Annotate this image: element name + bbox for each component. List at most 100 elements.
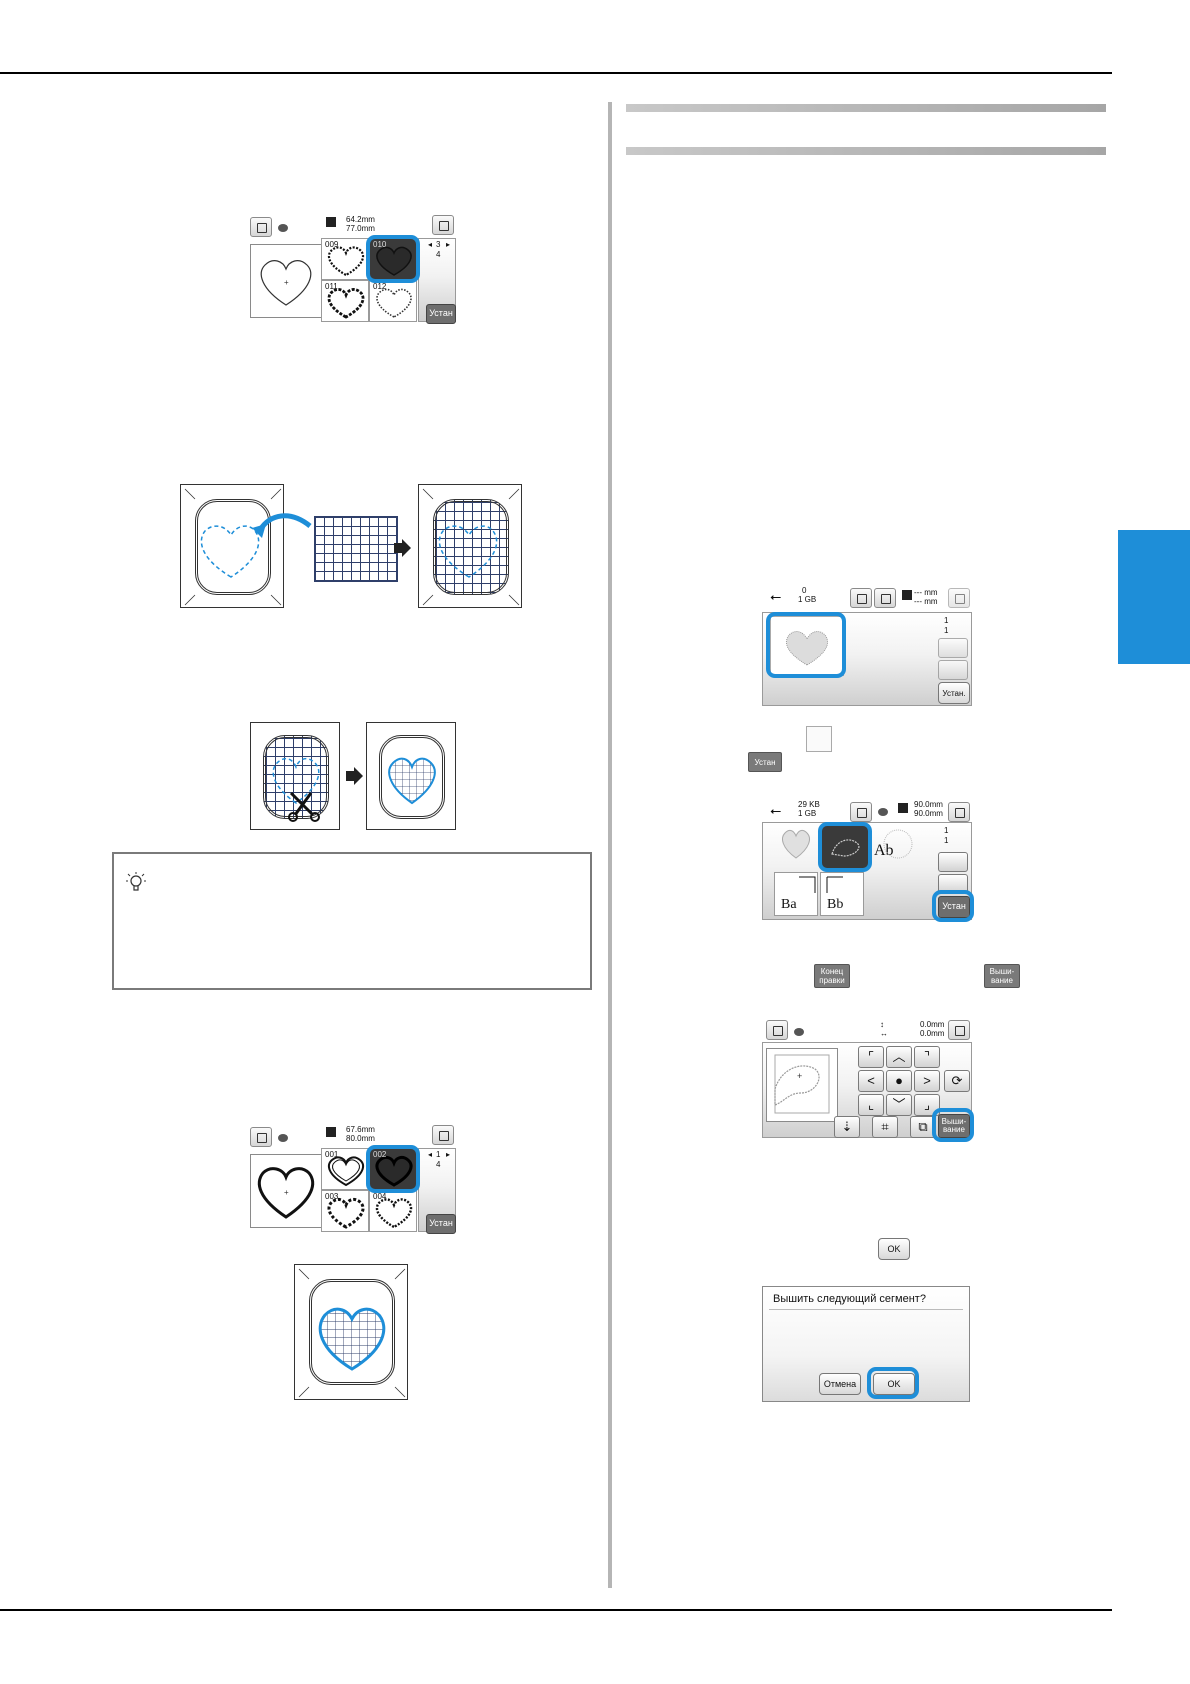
usb-screen: ⭠ 0 1 GB --- mm --- mm 1 1 Устан. (762, 586, 972, 706)
ok-highlight (867, 1367, 919, 1399)
cancel-button[interactable]: Отмена (819, 1373, 861, 1395)
heart-dashed-icon (184, 488, 282, 606)
svg-text:+: + (284, 1188, 289, 1197)
pattern-cell[interactable]: 003 (321, 1190, 369, 1232)
move-up-button[interactable]: ︿ (886, 1046, 912, 1068)
page-next-icon[interactable]: ▸ (446, 1150, 451, 1159)
home-icon[interactable] (250, 1127, 272, 1147)
thread-icon (278, 1134, 288, 1142)
size-width: 64.2mm (346, 215, 375, 224)
hoop-illustration-trim (250, 722, 340, 830)
home-icon[interactable] (850, 802, 872, 822)
hoop-icon[interactable] (948, 588, 970, 608)
move-center-button[interactable]: ● (886, 1070, 912, 1092)
size-height: 77.0mm (346, 224, 375, 233)
file-thumb[interactable]: Ab (872, 826, 918, 868)
trial-button[interactable]: ⌗ (872, 1116, 898, 1138)
right-arrow-icon (394, 539, 411, 557)
load-button[interactable] (938, 852, 968, 872)
usb-icon: ⭠ (770, 802, 782, 818)
pattern-cell[interactable]: 004 (369, 1190, 417, 1232)
file-thumb[interactable] (770, 616, 844, 676)
quilt-pattern-icon (831, 839, 860, 857)
page-prev-icon[interactable]: ◂ (428, 240, 433, 249)
hoop-icon[interactable] (948, 1020, 970, 1040)
frame-button[interactable]: ⧉ (910, 1116, 936, 1138)
settings-icon[interactable] (874, 588, 896, 608)
usb-used: 29 KB (798, 800, 820, 809)
hoop-illustration-fabric (418, 484, 522, 608)
selection-highlight (366, 1145, 420, 1193)
size-icon (326, 1127, 336, 1137)
embroider-highlight (932, 1108, 974, 1142)
pattern-cell-selected[interactable]: 010 (369, 238, 417, 280)
embroider-button[interactable]: Выши- вание (938, 1114, 970, 1138)
svg-text:+: + (284, 278, 289, 287)
thread-icon (278, 224, 288, 232)
pattern-cell[interactable]: 012 (369, 280, 417, 322)
set-button[interactable]: Устан (426, 1214, 456, 1234)
start-point-button[interactable]: ⇣ (834, 1116, 860, 1138)
pattern-screen-a: 64.2mm 77.0mm + 009 010 011 012 3 4 ◂ ▸ … (248, 212, 458, 330)
chapter-side-tab[interactable] (1118, 530, 1190, 664)
delete-button[interactable] (938, 660, 968, 680)
set-button[interactable]: Устан (426, 304, 456, 324)
inline-ok-button: OK (878, 1238, 910, 1260)
select-screen: ⭠ 29 KB 1 GB 90.0mm 90.0mm Ab Ba Bb 1 1 … (762, 800, 974, 922)
pattern-preview: + (250, 244, 322, 318)
offset-horizontal: 0.0mm (920, 1029, 945, 1038)
load-button[interactable] (938, 638, 968, 658)
set-button[interactable]: Устан. (938, 682, 970, 704)
home-icon[interactable] (766, 1020, 788, 1040)
page-prev-icon[interactable]: ◂ (428, 1150, 433, 1159)
heart-fabric-icon (388, 757, 436, 805)
move-right-button[interactable]: > (914, 1070, 940, 1092)
file-thumb-selected[interactable] (822, 826, 868, 868)
file-thumb[interactable]: Bb (820, 872, 864, 916)
page-next-icon[interactable]: ▸ (446, 240, 451, 249)
hoop-icon[interactable] (948, 802, 970, 822)
hoop-icon[interactable] (432, 1125, 454, 1145)
confirm-dialog: Вышить следующий сегмент? Отмена OK (762, 1286, 970, 1402)
size-height: 90.0mm (914, 809, 943, 818)
size-icon (898, 803, 908, 813)
move-down-left-button[interactable]: ⌞ (858, 1094, 884, 1116)
page-current: 1 (944, 616, 949, 625)
move-down-button[interactable]: ﹀ (886, 1094, 912, 1116)
heart-dashed-icon (422, 488, 520, 606)
page-total: 1 (944, 626, 949, 635)
move-icon: ↕↔ (880, 1020, 888, 1038)
curved-arrow-icon (252, 513, 312, 538)
ok-button[interactable]: OK (873, 1373, 915, 1395)
rotate-button[interactable]: ⟳ (944, 1070, 970, 1092)
hoop-illustration-trimmed (366, 722, 456, 830)
thread-icon (794, 1028, 804, 1036)
inline-pattern-icon (806, 726, 832, 752)
header-rule (0, 72, 1112, 74)
pattern-cell[interactable]: 001 (321, 1148, 369, 1190)
home-icon[interactable] (250, 217, 272, 237)
thread-icon (878, 808, 888, 816)
heart-fill-icon (785, 631, 829, 666)
set-button[interactable]: Устан (938, 896, 970, 918)
inline-end-edit-button: Конец правки (814, 964, 850, 988)
pattern-cell[interactable]: 011 (321, 280, 369, 322)
note-box (112, 852, 592, 990)
usb-icon: ⭠ (770, 588, 782, 604)
home-icon[interactable] (850, 588, 872, 608)
size-height: 80.0mm (346, 1134, 375, 1143)
selection-highlight (766, 612, 846, 678)
svg-text:+: + (797, 1071, 802, 1081)
glyph-bb: Bb (827, 897, 844, 912)
lightbulb-icon (126, 872, 146, 891)
section-bar-bottom (626, 147, 1106, 155)
hoop-icon[interactable] (432, 215, 454, 235)
move-up-right-button[interactable]: ⌝ (914, 1046, 940, 1068)
hoop-illustration-empty (180, 484, 284, 608)
heart-thumb-icon[interactable] (776, 824, 816, 864)
move-left-button[interactable]: < (858, 1070, 884, 1092)
pattern-cell[interactable]: 009 (321, 238, 369, 280)
file-thumb[interactable]: Ba (774, 872, 818, 916)
page-current: 3 (436, 240, 441, 249)
move-up-left-button[interactable]: ⌜ (858, 1046, 884, 1068)
